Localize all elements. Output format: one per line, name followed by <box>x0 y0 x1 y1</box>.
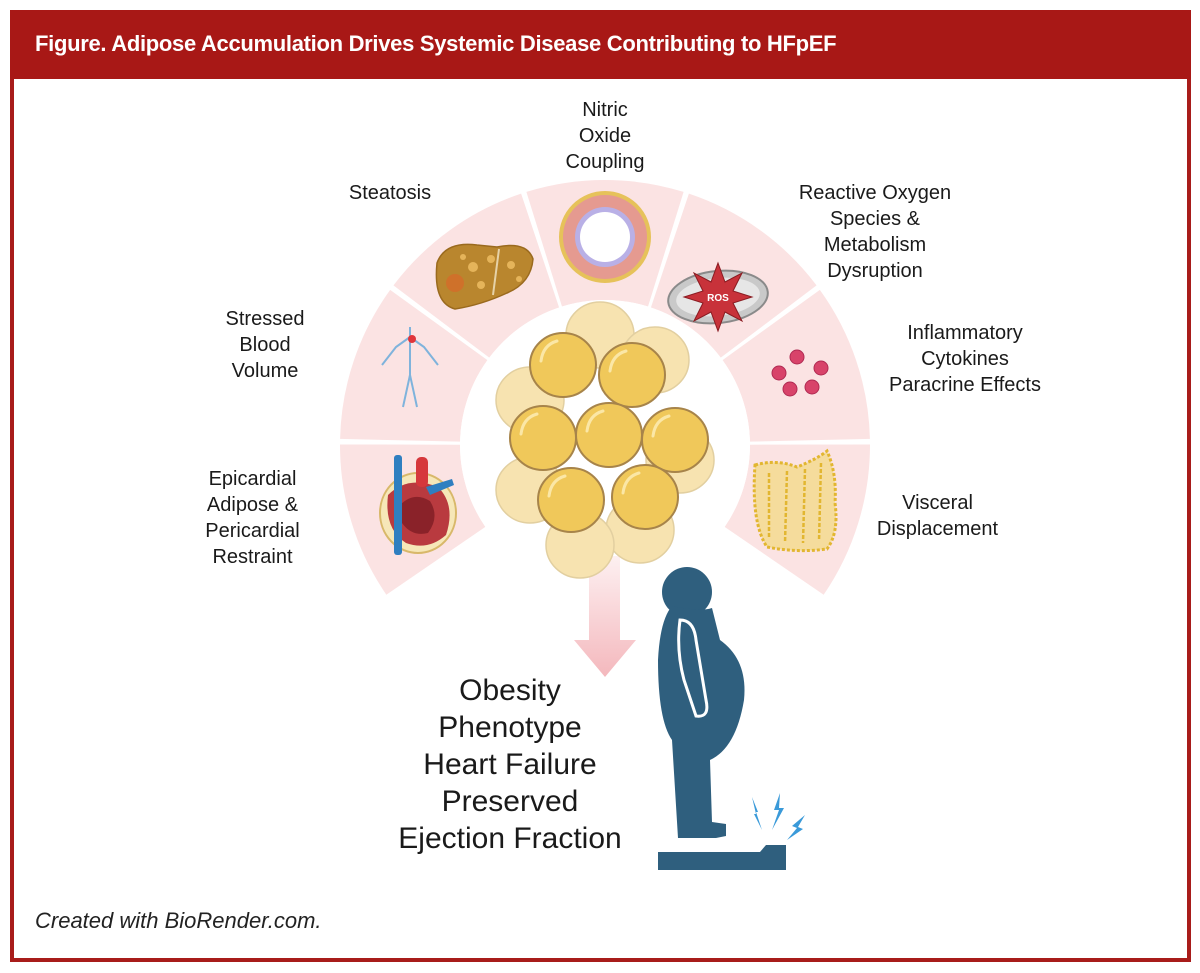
adipocyte <box>641 407 709 473</box>
mitochondrion-ros-icon: ROS <box>667 261 769 333</box>
adipocyte-highlight <box>651 414 671 438</box>
adipocyte <box>537 467 605 533</box>
adipocyte-highlight <box>547 474 567 498</box>
outcome-text: Obesity Phenotype Heart Failure Preserve… <box>370 672 650 857</box>
label-line: Epicardial <box>208 468 297 490</box>
label-steatosis: Steatosis <box>330 180 450 206</box>
label-line: Cytokines <box>921 348 1009 370</box>
adipocyte <box>611 464 679 530</box>
down-arrow-icon <box>574 556 636 677</box>
outcome-line: Obesity <box>459 674 561 707</box>
label-blood-volume: Stressed Blood Volume <box>205 306 325 384</box>
figure-title: Figure. Adipose Accumulation Drives Syst… <box>35 31 837 56</box>
blood-vessel-icon <box>559 191 651 283</box>
fatty-liver-icon <box>435 243 534 310</box>
adipocyte-cluster-icon <box>495 301 715 579</box>
adipocyte <box>509 405 577 471</box>
adipocyte <box>598 342 666 408</box>
label-line: Displacement <box>876 518 999 540</box>
label-line: Steatosis <box>348 182 432 204</box>
adipocyte-highlight <box>621 471 641 495</box>
heart-icon <box>379 455 457 555</box>
label-nitric-oxide: Nitric Oxide Coupling <box>545 97 665 175</box>
label-line: Reactive Oxygen <box>798 182 952 204</box>
obese-person-on-scale-icon <box>658 567 786 870</box>
ring-segment-blood-volume <box>340 289 488 442</box>
adipocyte <box>529 332 597 398</box>
label-line: Stressed <box>225 308 305 330</box>
label-line: Inflammatory <box>907 322 1023 344</box>
outcome-line: Phenotype <box>438 711 582 744</box>
adipocyte-highlight <box>608 349 628 373</box>
lightning-icon <box>752 793 805 840</box>
figure-header: Figure. Adipose Accumulation Drives Syst… <box>10 10 1191 79</box>
label-line: Adipose & <box>206 494 299 516</box>
ros-label: ROS <box>707 293 729 304</box>
cytokines-icon <box>771 349 829 397</box>
label-visceral: Visceral Displacement <box>860 490 1015 542</box>
visceral-fat-icon <box>752 448 838 553</box>
label-line: Paracrine Effects <box>889 374 1041 396</box>
label-line: Oxide <box>578 125 632 147</box>
adipocyte <box>575 402 643 468</box>
adipocyte-highlight <box>585 409 605 433</box>
outcome-line: Heart Failure <box>423 748 597 781</box>
label-line: Metabolism <box>823 234 927 256</box>
circulatory-system-icon <box>381 327 439 408</box>
outcome-line: Preserved <box>441 785 579 818</box>
ring-segment-cytokines <box>722 289 870 442</box>
credit-text: Created with BioRender.com. <box>35 908 322 933</box>
label-line: Species & <box>829 208 921 230</box>
label-epicardial: Epicardial Adipose & Pericardial Restrai… <box>185 466 320 570</box>
label-line: Visceral <box>902 492 973 514</box>
adipocyte-highlight <box>519 412 539 436</box>
adipocyte-highlight <box>539 339 559 363</box>
label-line: Blood <box>239 334 291 356</box>
label-line: Pericardial <box>205 520 300 542</box>
label-ros: Reactive Oxygen Species & Metabolism Dys… <box>780 180 970 284</box>
label-line: Dysruption <box>827 260 923 282</box>
label-line: Restraint <box>212 546 293 568</box>
outcome-line: Ejection Fraction <box>398 822 622 855</box>
label-line: Coupling <box>565 151 645 173</box>
label-line: Volume <box>231 360 299 382</box>
label-cytokines: Inflammatory Cytokines Paracrine Effects <box>870 320 1060 398</box>
label-line: Nitric <box>582 99 628 121</box>
